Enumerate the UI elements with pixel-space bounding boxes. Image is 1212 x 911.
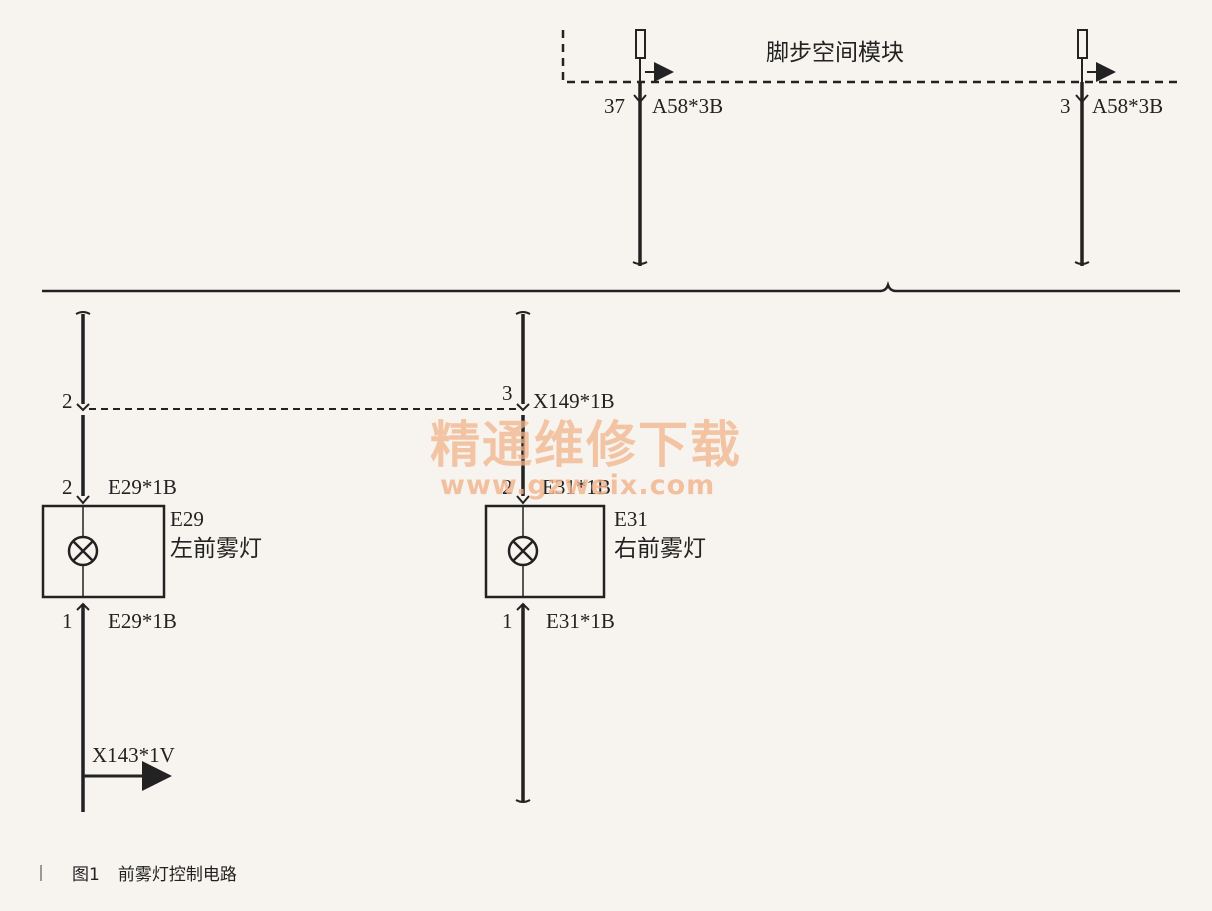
connector-top-right: A58*3B [1092,94,1163,118]
module-boundary [561,30,1182,84]
connector-ground: X143*1V [92,743,175,767]
component-e29-code: E29 [170,507,204,531]
section-divider [42,281,1180,293]
wire-left-column [75,311,172,812]
component-e29-name: 左前雾灯 [170,536,262,562]
wire-right-column [515,311,531,803]
pin-top-left: 37 [604,94,625,118]
pin-e29-bottom: 1 [62,609,73,633]
pin-splice-left: 2 [62,389,73,413]
lamp-icon [507,535,539,567]
pin-splice-right: 3 [502,381,513,405]
figure-title: 前雾灯控制电路 [117,865,237,885]
module-title: 脚步空间模块 [766,40,904,66]
component-e31-name: 右前雾灯 [614,536,706,562]
lamp-e31 [484,504,606,599]
pin-e31-bottom: 1 [502,609,513,633]
connector-e31-bottom: E31*1B [546,609,615,633]
figure-caption: 图1 前雾灯控制电路 [40,860,237,885]
pin-top-right: 3 [1060,94,1071,118]
wire-top-right [1074,82,1090,266]
module-switch-right [1077,29,1116,82]
connector-splice: X149*1B [533,389,615,413]
connector-e29-bottom: E29*1B [108,609,177,633]
connector-e31-top: E31*1B [542,475,611,499]
component-e31-code: E31 [614,507,648,531]
watermark-url: www.gzweix.com [440,470,715,501]
lamp-icon [67,535,99,567]
lamp-e29 [41,504,166,599]
module-switch-left [635,29,674,82]
wire-top-left [632,82,648,266]
watermark-text: 精通维修下载 [430,416,742,474]
figure-number: 图1 [72,865,100,885]
pin-e29-top: 2 [62,475,73,499]
connector-top-left: A58*3B [652,94,723,118]
caption-bar [40,864,42,881]
pin-e31-top: 2 [502,475,513,499]
connector-e29-top: E29*1B [108,475,177,499]
